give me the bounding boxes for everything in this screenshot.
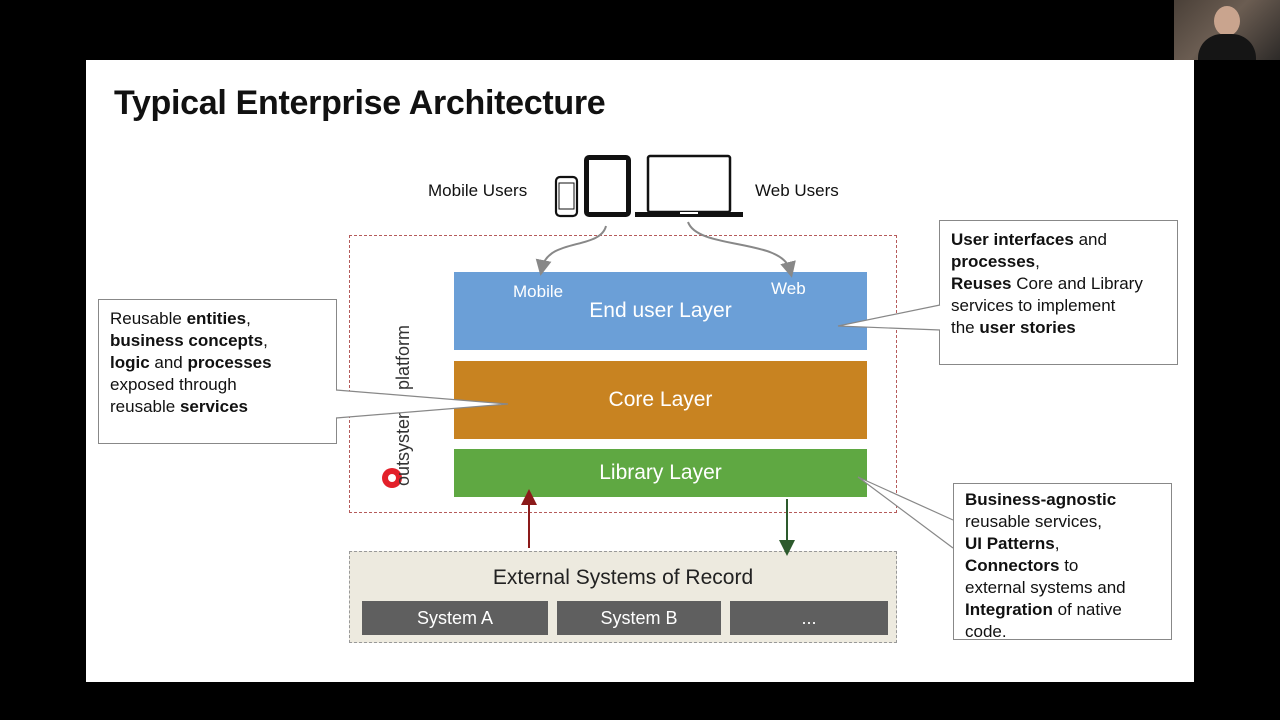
- core-callout: Reusable entities, business concepts, lo…: [98, 299, 337, 444]
- core-layer: Core Layer: [454, 361, 867, 439]
- tablet-icon: [584, 155, 631, 217]
- core-layer-label: Core Layer: [608, 388, 713, 411]
- end-user-layer: End user Layer: [454, 272, 867, 350]
- system-b-label: System B: [600, 607, 678, 628]
- end-user-callout-pointer: [837, 304, 941, 331]
- presenter-webcam: [1174, 0, 1280, 60]
- system-a-box: System A: [362, 601, 548, 635]
- web-users-label: Web Users: [755, 181, 839, 200]
- library-callout: Business-agnostic reusable services, UI …: [953, 483, 1172, 641]
- platform-boundary: [349, 235, 897, 513]
- phone-icon: [554, 175, 579, 218]
- mobile-users-label: Mobile Users: [428, 181, 528, 200]
- system-a-label: System A: [416, 607, 494, 628]
- end-user-mobile-label: Mobile: [513, 282, 564, 301]
- laptop-icon: [635, 154, 743, 217]
- system-b-box: System B: [557, 601, 721, 635]
- outsystems-logo-icon: [382, 468, 402, 488]
- presenter-head: [1214, 6, 1240, 36]
- system-more-label: ...: [801, 607, 817, 628]
- library-layer-label: Library Layer: [599, 461, 722, 484]
- tablet-to-mobile-arrow: [535, 225, 607, 276]
- end-user-web-label: Web: [771, 279, 806, 298]
- end-user-callout: User interfaces and processes, Reuses Co…: [939, 220, 1178, 365]
- end-user-layer-label: End user Layer: [589, 299, 732, 322]
- library-callout-pointer: [857, 476, 954, 549]
- laptop-to-web-arrow: [687, 221, 796, 278]
- external-systems-title: External Systems of Record: [492, 566, 754, 589]
- core-callout-pointer: [335, 389, 509, 419]
- system-more-box: ...: [730, 601, 888, 635]
- slide-title: Typical Enterprise Architecture: [114, 84, 606, 122]
- presenter-torso: [1198, 34, 1256, 60]
